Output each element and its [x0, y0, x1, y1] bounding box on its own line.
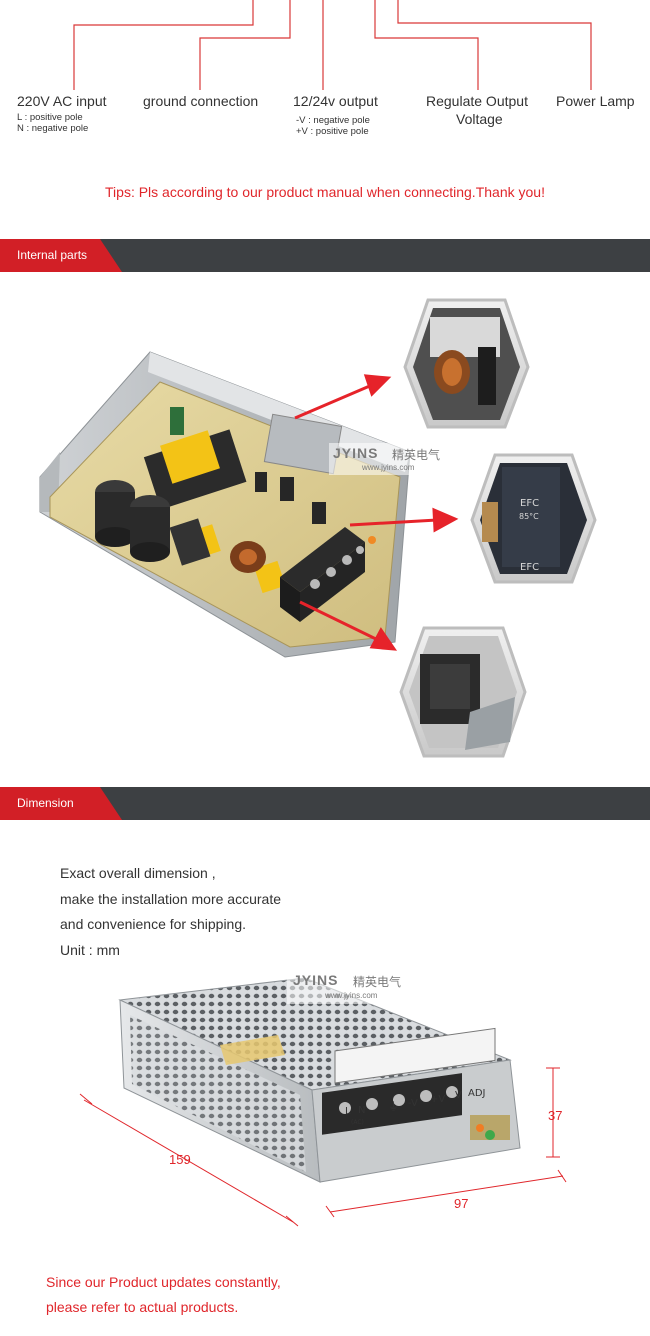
- dimension-desc-line-3: and convenience for shipping.: [60, 916, 247, 932]
- section-title-internal: Internal parts: [17, 248, 88, 262]
- section-title-dimension: Dimension: [17, 796, 74, 810]
- callout-arrows: [294, 374, 459, 651]
- terminal-label-ac: (AC): [351, 1119, 364, 1126]
- svg-text:85°C: 85°C: [519, 512, 539, 521]
- circuit-board: [49, 381, 401, 648]
- terminal-labels: L N (AC) ⏚ -V +V V ADJ: [345, 1088, 486, 1126]
- connection-tips: Tips: Pls according to our product manua…: [105, 184, 545, 200]
- watermark-brand-cn: 精英电气: [353, 975, 402, 989]
- front-panel: [322, 1027, 510, 1140]
- terminal-label-v: V: [455, 1090, 462, 1101]
- terminal-label-plus-v: +V: [430, 1094, 445, 1105]
- watermark-url: www.jyins.com: [362, 463, 415, 472]
- svg-text:EFC: EFC: [520, 498, 539, 509]
- dimension-lines: [79, 1067, 567, 1227]
- connection-leader-lines: [73, 0, 592, 90]
- ac-input-n-note: N : negative pole: [17, 123, 89, 134]
- svg-text:EFC: EFC: [520, 562, 539, 573]
- dimension-width-value: 97: [454, 1196, 469, 1211]
- dimension-desc-line-2: make the installation more accurate: [60, 891, 281, 907]
- regulate-voltage-label-line2: Voltage: [456, 111, 503, 127]
- power-lamp-label: Power Lamp: [556, 93, 635, 109]
- watermark-dimension: JYINS 精英电气 www.jyins.com: [287, 970, 409, 1004]
- internal-parts-header: Internal parts: [0, 239, 650, 272]
- terminal-label-minus-v: -V: [408, 1098, 418, 1109]
- terminal-label-adj: ADJ: [468, 1088, 486, 1099]
- dimension-header: Dimension: [0, 787, 650, 820]
- internal-parts-illustration: EFC 85°C EFC: [39, 298, 597, 758]
- regulate-voltage-label: Regulate Output: [426, 93, 528, 109]
- terminal-label-l: L: [345, 1106, 351, 1117]
- terminal-label-n: N: [358, 1105, 365, 1116]
- ac-input-label: 220V AC input: [17, 93, 107, 109]
- watermark-internal: JYINS 精英电气 www.jyins.com: [329, 443, 447, 475]
- hex-closeup-terminal: [399, 626, 527, 758]
- section-tab-accent: [0, 787, 122, 820]
- hex-closeup-coil: [403, 298, 530, 429]
- dimension-desc-line-4: Unit : mm: [60, 942, 120, 958]
- dimension-desc-line-1: Exact overall dimension ,: [60, 865, 216, 881]
- dc-output-minus-note: -V : negative pole: [296, 115, 370, 126]
- dimension-length-value: 159: [169, 1152, 191, 1167]
- dimension-height-value: 37: [548, 1108, 563, 1123]
- watermark-brand: JYINS: [333, 445, 379, 461]
- watermark-url: www.jyins.com: [325, 991, 378, 1000]
- hex-closeup-capacitor: EFC 85°C EFC: [470, 453, 597, 584]
- ground-connection-label: ground connection: [143, 93, 259, 109]
- terminal-label-ground: ⏚: [388, 1100, 399, 1113]
- dc-output-plus-note: +V : positive pole: [296, 126, 369, 137]
- watermark-brand: JYINS: [293, 972, 339, 988]
- dc-output-label: 12/24v output: [293, 93, 378, 109]
- power-supply-dimension-drawing: L N (AC) ⏚ -V +V V ADJ: [79, 977, 567, 1227]
- product-update-notice-line-1: Since our Product updates constantly,: [46, 1274, 281, 1290]
- watermark-brand-cn: 精英电气: [392, 448, 441, 462]
- section-tab-accent: [0, 239, 122, 272]
- ac-input-l-note: L : positive pole: [17, 112, 83, 123]
- product-update-notice-line-2: please refer to actual products.: [46, 1299, 239, 1315]
